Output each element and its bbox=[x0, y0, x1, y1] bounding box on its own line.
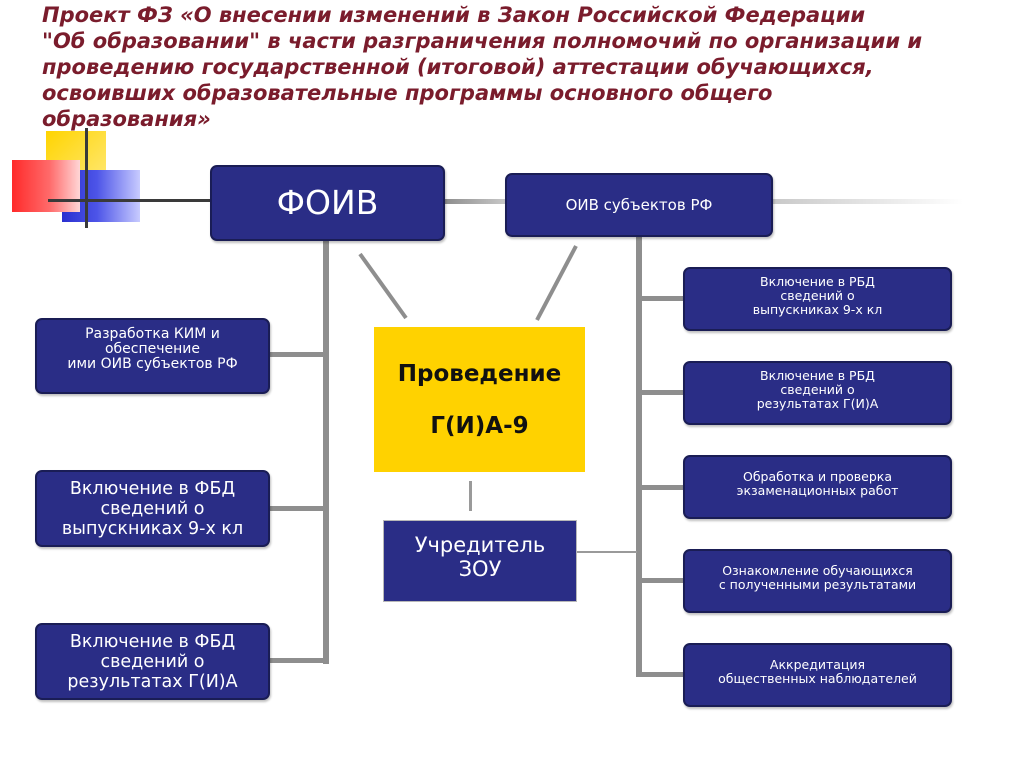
title-line-2: "Об образовании" в части разграничения п… bbox=[42, 29, 923, 53]
oiv-label: ОИВ субъектов РФ bbox=[565, 195, 713, 214]
founder-box: Учредитель ЗОУ bbox=[383, 520, 577, 602]
foiv-box: ФОИВ bbox=[210, 165, 445, 241]
left-trunk-line bbox=[323, 240, 329, 664]
left-box-fbd-results-label: Включение в ФБД сведений о результатах Г… bbox=[67, 631, 238, 692]
decor-red-square bbox=[12, 160, 80, 212]
diagonal-foiv-to-center bbox=[358, 252, 408, 320]
founder-label: Учредитель ЗОУ bbox=[414, 533, 546, 581]
right-branch-5 bbox=[636, 672, 684, 677]
right-box-processing-label: Обработка и проверка экзаменационных раб… bbox=[736, 469, 899, 498]
center-to-founder-line bbox=[469, 481, 472, 511]
right-box-accreditation: Аккредитация общественных наблюдателей bbox=[683, 643, 952, 707]
slide-title: Проект ФЗ «О внесении изменений в Закон … bbox=[42, 2, 1017, 132]
right-trunk-line bbox=[636, 237, 642, 677]
center-gia-box: Проведение Г(И)А-9 bbox=[374, 327, 585, 472]
center-line-2: Г(И)А-9 bbox=[430, 412, 529, 439]
left-box-fbd-graduates: Включение в ФБД сведений о выпускниках 9… bbox=[35, 470, 270, 547]
left-box-kim-label: Разработка КИМ и обеспечение ими ОИВ суб… bbox=[67, 325, 238, 372]
right-box-rbd-graduates-label: Включение в РБД сведений о выпускниках 9… bbox=[752, 274, 883, 317]
left-box-fbd-results: Включение в ФБД сведений о результатах Г… bbox=[35, 623, 270, 700]
center-line-1: Проведение bbox=[397, 360, 562, 387]
title-line-4: освоивших образовательные программы осно… bbox=[42, 81, 773, 105]
right-branch-3 bbox=[636, 485, 684, 490]
right-box-rbd-results-label: Включение в РБД сведений о результатах Г… bbox=[756, 368, 879, 411]
decor-right-fade-line bbox=[773, 199, 963, 204]
founder-to-right-trunk-line bbox=[577, 551, 637, 553]
right-box-rbd-results: Включение в РБД сведений о результатах Г… bbox=[683, 361, 952, 425]
decor-horizontal-line bbox=[48, 199, 213, 202]
right-box-processing: Обработка и проверка экзаменационных раб… bbox=[683, 455, 952, 519]
right-box-familiarization: Ознакомление обучающихся с полученными р… bbox=[683, 549, 952, 613]
left-branch-1 bbox=[268, 352, 329, 357]
right-box-rbd-graduates: Включение в РБД сведений о выпускниках 9… bbox=[683, 267, 952, 331]
left-box-fbd-graduates-label: Включение в ФБД сведений о выпускниках 9… bbox=[61, 478, 244, 539]
foiv-label: ФОИВ bbox=[276, 183, 379, 222]
left-branch-3 bbox=[268, 658, 329, 663]
left-box-kim: Разработка КИМ и обеспечение ими ОИВ суб… bbox=[35, 318, 270, 394]
right-branch-2 bbox=[636, 390, 684, 395]
right-branch-4 bbox=[636, 578, 684, 583]
right-branch-1 bbox=[636, 296, 684, 301]
left-branch-2 bbox=[268, 506, 329, 511]
right-box-familiarization-label: Ознакомление обучающихся с полученными р… bbox=[718, 563, 917, 592]
title-line-1: Проект ФЗ «О внесении изменений в Закон … bbox=[42, 3, 866, 27]
oiv-box: ОИВ субъектов РФ bbox=[505, 173, 773, 237]
title-line-5: образования» bbox=[42, 107, 211, 131]
right-box-accreditation-label: Аккредитация общественных наблюдателей bbox=[718, 657, 917, 686]
title-line-3: проведению государственной (итоговой) ат… bbox=[42, 55, 874, 79]
diagonal-oiv-to-center bbox=[535, 245, 578, 321]
decor-vertical-line bbox=[85, 128, 88, 228]
decor-top-fade-line bbox=[445, 199, 507, 204]
